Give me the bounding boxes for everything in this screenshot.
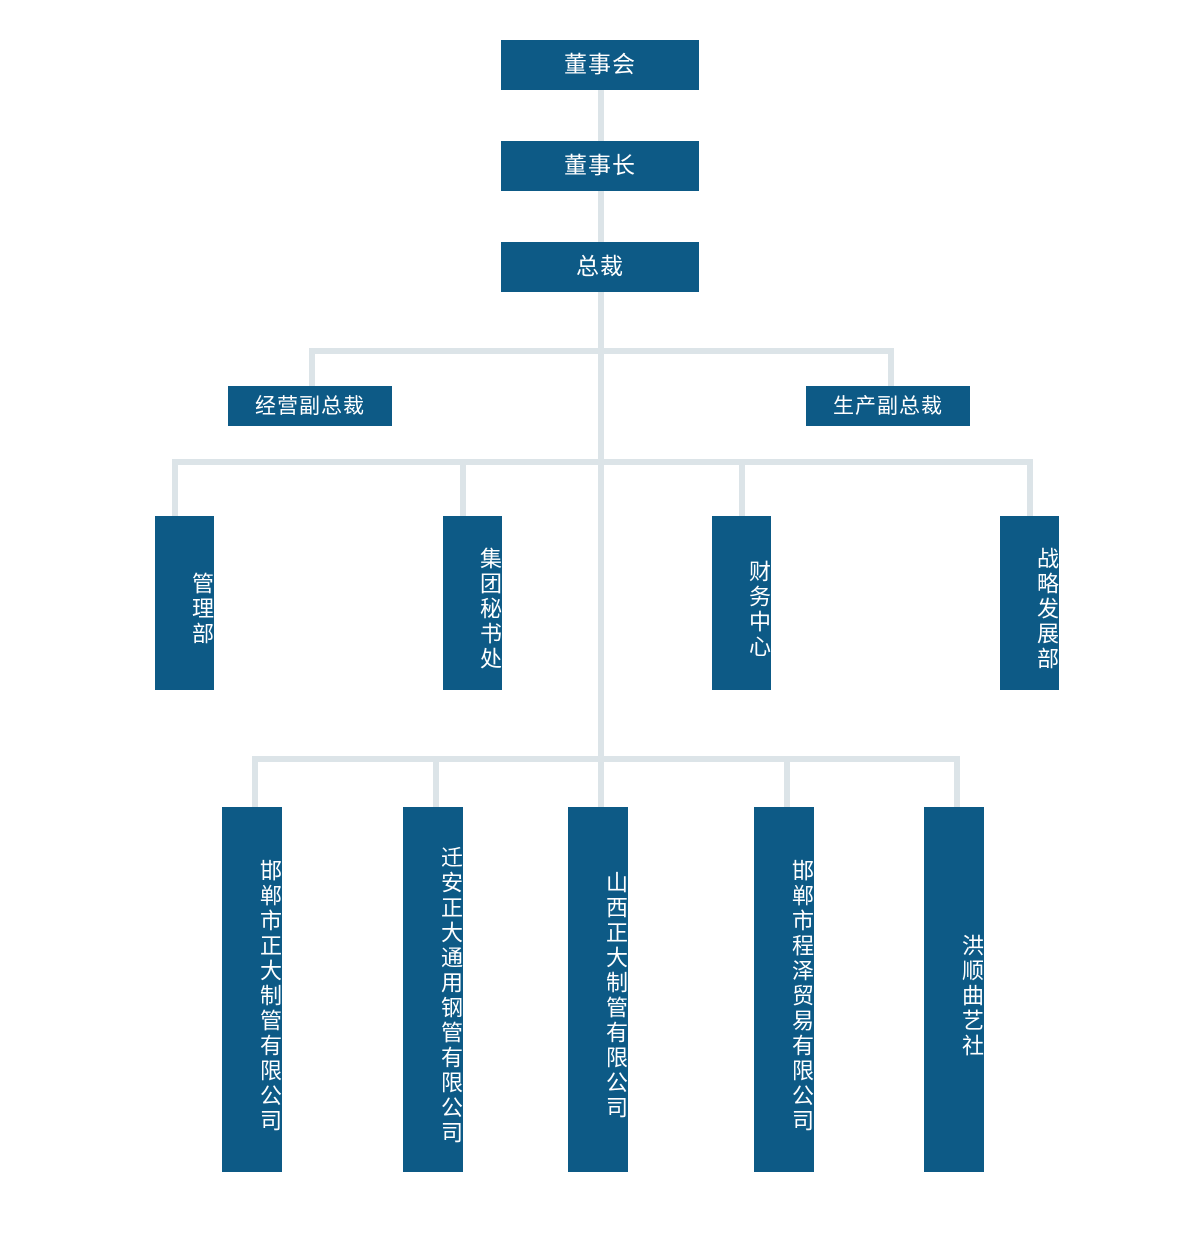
node-sub-qianan-zhengda[interactable]: 迁安正大通用钢管有限公司: [403, 807, 463, 1172]
node-sub-handan-chengze[interactable]: 邯郸市程泽贸易有限公司: [754, 807, 814, 1172]
connector-dept-finance-drop: [739, 459, 745, 517]
connector-dept-strategy-drop: [1027, 459, 1033, 517]
node-sub-handan-zhengda-label: 邯郸市正大制管有限公司: [256, 858, 281, 1134]
connector-sub-5-drop: [954, 756, 960, 808]
connector-dept-management-drop: [172, 459, 178, 517]
node-dept-management[interactable]: 管理部: [155, 516, 214, 690]
connector-sub-3-drop: [598, 756, 604, 808]
connector-dept-secretariat-drop: [460, 459, 466, 517]
node-sub-qianan-zhengda-label: 迁安正大通用钢管有限公司: [437, 846, 462, 1146]
node-dept-strategy-label: 战略发展部: [1033, 547, 1058, 672]
node-board[interactable]: 董事会: [501, 40, 699, 90]
connector-subsidiary-bus: [252, 756, 960, 762]
node-vp-production[interactable]: 生产副总裁: [806, 386, 970, 426]
node-sub-handan-zhengda[interactable]: 邯郸市正大制管有限公司: [222, 807, 282, 1172]
connector-vp-operations-drop: [309, 348, 315, 388]
node-dept-finance[interactable]: 财务中心: [712, 516, 771, 690]
node-dept-management-label: 管理部: [188, 572, 213, 647]
node-sub-handan-chengze-label: 邯郸市程泽贸易有限公司: [788, 858, 813, 1134]
connector-sub-1-drop: [252, 756, 258, 808]
connector-board-to-chairman: [598, 90, 604, 142]
node-dept-secretariat-label: 集团秘书处: [476, 547, 501, 672]
connector-department-bus: [172, 459, 1033, 465]
connector-sub-4-drop: [784, 756, 790, 808]
node-vp-operations[interactable]: 经营副总裁: [228, 386, 392, 426]
node-chairman-label: 董事长: [564, 152, 636, 179]
node-sub-shanxi-zhengda[interactable]: 山西正大制管有限公司: [568, 807, 628, 1172]
node-sub-hongshun-quyi-label: 洪顺曲艺社: [958, 933, 983, 1059]
node-sub-shanxi-zhengda-label: 山西正大制管有限公司: [602, 871, 627, 1121]
connector-sub-2-drop: [433, 756, 439, 808]
connector-vp-production-drop: [888, 348, 894, 388]
node-dept-finance-label: 财务中心: [745, 559, 770, 660]
node-dept-strategy[interactable]: 战略发展部: [1000, 516, 1059, 690]
node-vp-production-label: 生产副总裁: [833, 393, 943, 418]
connector-chairman-to-president: [598, 191, 604, 243]
node-president-label: 总裁: [576, 253, 624, 280]
node-board-label: 董事会: [564, 51, 636, 78]
node-chairman[interactable]: 董事长: [501, 141, 699, 191]
connector-vp-bus: [309, 348, 894, 354]
node-dept-secretariat[interactable]: 集团秘书处: [443, 516, 502, 690]
node-vp-operations-label: 经营副总裁: [255, 393, 365, 418]
node-president[interactable]: 总裁: [501, 242, 699, 292]
node-sub-hongshun-quyi[interactable]: 洪顺曲艺社: [924, 807, 984, 1172]
connector-president-spine: [598, 292, 604, 762]
